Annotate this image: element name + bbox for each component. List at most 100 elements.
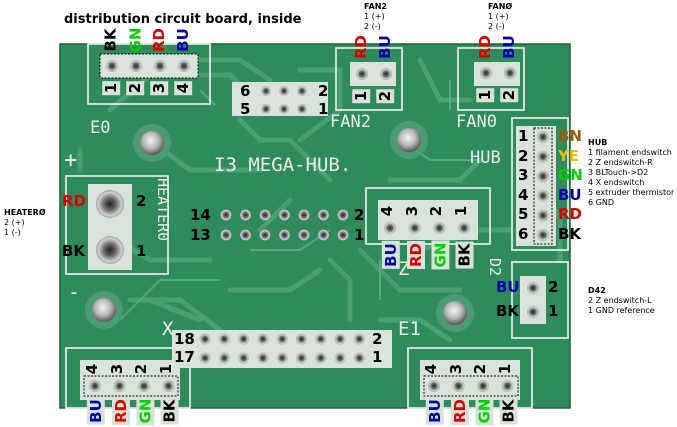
pin-pad xyxy=(259,209,271,221)
pin-pad xyxy=(238,333,250,345)
fan0-wire-label: BU xyxy=(499,35,518,59)
pin-pad xyxy=(537,131,549,143)
fan2-pin-number: 2 xyxy=(376,88,395,104)
hub-pin-number: 5 xyxy=(518,205,529,224)
header-pads xyxy=(80,53,556,400)
x-wire-label: GN xyxy=(136,396,155,426)
pin-pad xyxy=(458,222,471,234)
pin-pad xyxy=(199,333,211,345)
pin-pad xyxy=(296,352,307,364)
pin-pad xyxy=(106,60,118,72)
board-name: I3 MEGA-HUB. xyxy=(214,154,352,176)
pin-pad xyxy=(199,352,211,364)
note-line: 2 Z endswitch-R xyxy=(588,158,653,167)
note-line: 1 filament endswitch xyxy=(588,148,672,157)
hub-pin-number: 2 xyxy=(518,146,529,165)
pin-pad xyxy=(480,67,492,79)
pin-pad xyxy=(537,150,549,163)
silk-e1: E1 xyxy=(398,318,421,340)
bottom-header-number: 1 xyxy=(372,348,383,366)
pin-pad xyxy=(240,229,251,241)
e0-pin-number: 3 xyxy=(150,80,169,96)
hub-wire-label: BK xyxy=(558,225,582,243)
pin-pad xyxy=(501,380,514,392)
e1-wire-label: RD xyxy=(450,396,469,426)
pin-pad xyxy=(537,229,549,241)
pin-pad xyxy=(315,352,327,364)
note-hub: HUB 1 filament endswitch 2 Z endswitch-R… xyxy=(588,138,674,208)
pin-pad xyxy=(162,380,175,392)
heater-pin-number: 2 xyxy=(136,192,147,210)
x-pin-number: 4 xyxy=(83,363,102,375)
pin-pad xyxy=(428,380,440,392)
note-heater: HEATERØ 2 (+) 1 (-) xyxy=(4,208,46,238)
x-header xyxy=(83,375,179,397)
bottom-header-number: 18 xyxy=(174,330,195,348)
pin-pad xyxy=(315,333,327,345)
fan2-pin-number: 1 xyxy=(352,88,371,104)
z-pin-number: 3 xyxy=(402,205,421,217)
pin-pad xyxy=(527,306,539,318)
silk-fan2: FAN2 xyxy=(330,112,371,132)
fan2-outline xyxy=(335,47,403,111)
note-title: D42 xyxy=(588,286,606,295)
heater-wire-label: BK xyxy=(62,242,86,260)
pin-pad xyxy=(220,229,232,241)
pin-pad xyxy=(154,60,166,72)
z-wire-label: RD xyxy=(406,240,425,270)
pin-pad xyxy=(537,209,549,222)
silk-d2: D2 xyxy=(486,257,505,277)
z-outline xyxy=(365,187,491,245)
top-header-number: 6 xyxy=(240,82,251,100)
fan2-wire-label: BU xyxy=(375,35,394,59)
hub-wire-label: RD xyxy=(558,205,583,224)
pin-pad xyxy=(380,68,392,80)
pin-pad xyxy=(89,380,101,392)
e1-outline xyxy=(407,347,533,409)
pin-pad xyxy=(279,104,289,114)
z-wire-label: BU xyxy=(381,241,400,269)
pin-pad xyxy=(296,333,307,345)
pin-pad xyxy=(257,333,269,345)
pin-pad xyxy=(261,104,271,114)
hub-wire-label: GN xyxy=(558,166,583,185)
pin-pad xyxy=(297,104,307,114)
note-line: 3 BLTouch->D2 xyxy=(588,168,649,177)
hub-wire-label: YE xyxy=(558,146,580,165)
note-line: 5 extruder thermistor xyxy=(588,188,675,197)
pin-pad xyxy=(356,68,368,80)
hub-pin-number: 4 xyxy=(518,185,529,204)
mid-header-number: 13 xyxy=(190,226,211,244)
heater-outline xyxy=(65,175,169,275)
fan0-pin-number: 2 xyxy=(500,87,519,103)
x-pin-number: 3 xyxy=(107,363,126,375)
note-line: 2 (-) xyxy=(488,22,505,31)
pin-pad xyxy=(337,229,349,241)
pin-pad xyxy=(276,352,288,364)
z-header-bg xyxy=(378,200,478,240)
pin-pad xyxy=(334,333,346,345)
pin-pad xyxy=(504,67,516,79)
hub-outline xyxy=(511,117,569,251)
x-wire-label: RD xyxy=(111,396,130,426)
x-wire-label: BK xyxy=(160,397,179,425)
x-wire-label: BU xyxy=(86,397,105,425)
pin-pad xyxy=(337,209,349,221)
mid-header-number: 1 xyxy=(354,226,365,244)
fan2-wire-label: RD xyxy=(352,34,371,60)
note-title: FAN2 xyxy=(364,2,387,11)
pin-pad xyxy=(353,352,365,364)
note-line: 2 Z endswitch-L xyxy=(588,296,652,305)
hub-pin-number: 1 xyxy=(518,127,529,145)
pin-pad xyxy=(334,352,346,364)
hub-header xyxy=(533,127,553,245)
silk-hub: HUB xyxy=(470,148,501,168)
pin-pad xyxy=(238,352,250,364)
silk-z: Z xyxy=(398,258,410,280)
z-pin-number: 2 xyxy=(427,205,446,217)
note-fan0: FANØ 1 (+) 2 (-) xyxy=(488,2,512,32)
e0-wire-label: BU xyxy=(173,28,192,52)
x-pin-number: 2 xyxy=(132,363,151,375)
pin-pad xyxy=(477,380,489,392)
